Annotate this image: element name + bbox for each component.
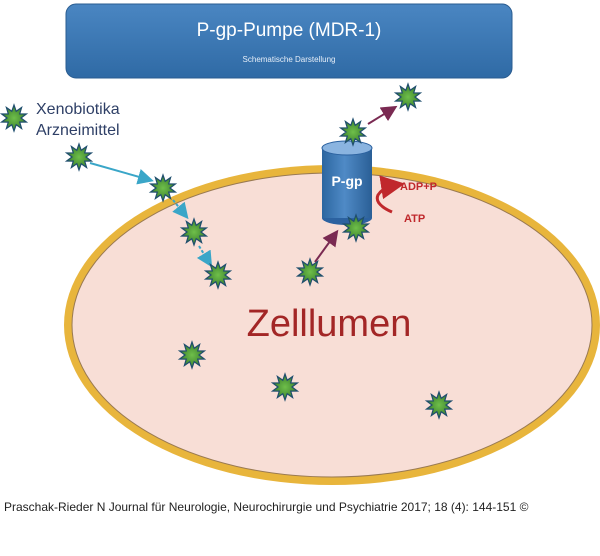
adp-label: ADP+P bbox=[400, 181, 437, 193]
header-box: P-gp-Pumpe (MDR-1) Schematische Darstell… bbox=[65, 3, 513, 79]
star-molecule-icon bbox=[179, 217, 209, 247]
arrow-diffuse-1 bbox=[172, 199, 189, 220]
cell: Zelllumen bbox=[64, 165, 600, 485]
cylinder-pump-icon bbox=[321, 140, 373, 156]
arrow-to-pump bbox=[314, 229, 339, 263]
pump-label: P-gp bbox=[331, 173, 362, 189]
star-molecule-icon bbox=[424, 390, 454, 420]
star-molecule-icon bbox=[393, 82, 423, 112]
arrow-atp-cycle bbox=[375, 175, 405, 214]
pgp-pump: P-gp bbox=[321, 140, 373, 225]
star-molecule-icon bbox=[64, 142, 94, 172]
atp-label: ATP bbox=[404, 213, 425, 225]
star-molecule-icon bbox=[270, 372, 300, 402]
arrow-efflux bbox=[367, 105, 398, 125]
arrow-diffuse-2 bbox=[196, 245, 213, 268]
star-molecule-icon bbox=[203, 260, 233, 290]
star-molecule-icon bbox=[148, 173, 178, 203]
substance-label-arzneimittel: Arzneimittel bbox=[36, 122, 120, 139]
star-molecule-icon bbox=[338, 117, 368, 147]
molecules bbox=[0, 82, 454, 420]
header-title: P-gp-Pumpe (MDR-1) bbox=[197, 20, 382, 41]
star-molecule-icon bbox=[177, 340, 207, 370]
source-caption: Praschak-Rieder N Journal für Neurologie… bbox=[4, 500, 529, 514]
star-molecule-icon bbox=[341, 213, 371, 243]
arrows bbox=[89, 105, 405, 268]
star-molecule-icon bbox=[295, 257, 325, 287]
substance-label-xenobiotika: Xenobiotika bbox=[36, 101, 120, 118]
header-subtitle: Schematische Darstellung bbox=[243, 55, 336, 64]
cell-label: Zelllumen bbox=[247, 303, 412, 345]
arrow-entry bbox=[89, 162, 154, 185]
star-molecule-icon bbox=[0, 103, 29, 133]
